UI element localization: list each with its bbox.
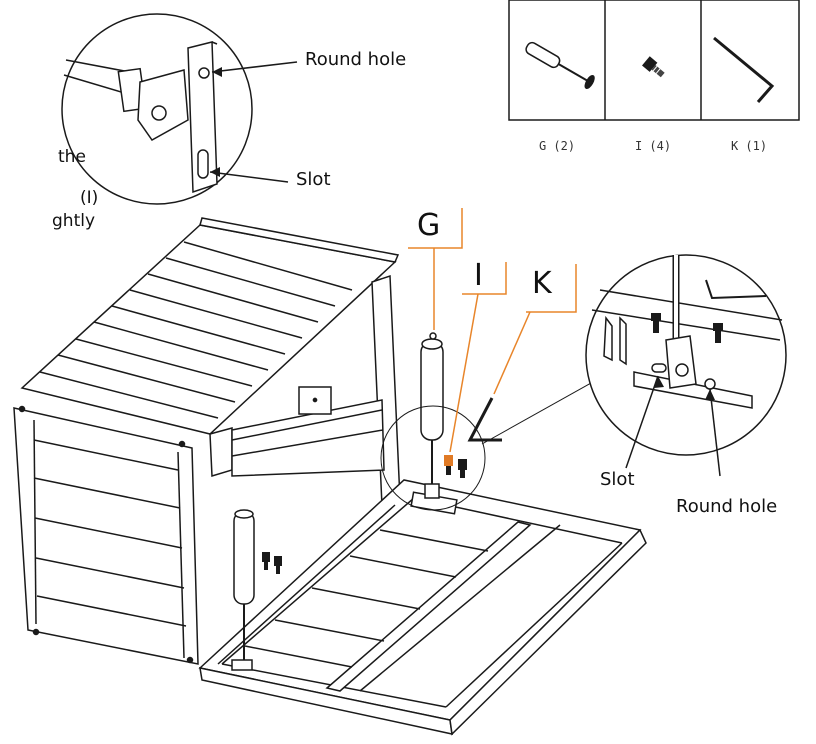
parts-caption-k: K (1) <box>730 139 768 153</box>
focus-circle <box>380 405 486 511</box>
parts-caption-i: I (4) <box>634 139 672 153</box>
left-bolts <box>262 552 282 574</box>
label-round-hole-right: Round hole <box>676 496 778 517</box>
label-round-hole-top: Round hole <box>305 49 407 70</box>
part-label-i: I <box>474 258 483 293</box>
label-slot-right: Slot <box>600 469 635 490</box>
part-callouts <box>408 208 577 453</box>
allen-key-icon <box>713 36 775 103</box>
bolts-i <box>444 455 467 478</box>
part-label-k: K <box>532 266 552 301</box>
bracket-detail-circle <box>585 254 787 477</box>
label-slot-top: Slot <box>296 169 331 190</box>
instruction-text-fragment: the (I) ghtly <box>0 146 99 233</box>
parts-table <box>508 0 800 121</box>
instruction-line-2 <box>0 169 90 187</box>
allen-key-k <box>467 397 502 442</box>
part-label-g: G <box>417 208 441 243</box>
instruction-line-3: (I) <box>80 188 99 208</box>
detail-connector <box>481 377 601 445</box>
bench-box <box>13 217 647 736</box>
left-gas-spring <box>231 509 255 671</box>
hinge-detail-circle <box>61 13 298 205</box>
instruction-line-1: the <box>58 147 86 167</box>
detail-bolts-icon <box>651 313 723 343</box>
bolt-icon <box>642 56 665 78</box>
instruction-line-4: ghtly <box>52 211 96 231</box>
parts-caption-g: G (2) <box>538 139 576 153</box>
detail-allen-key-icon <box>705 279 767 300</box>
gas-spring-icon <box>525 41 595 89</box>
